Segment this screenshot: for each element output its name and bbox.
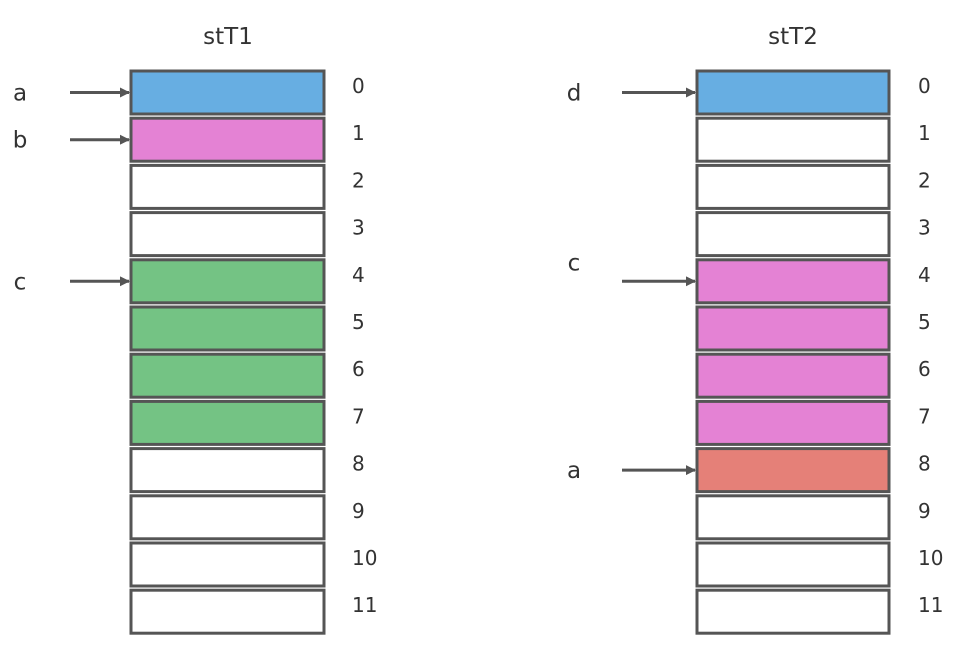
- memory-cell: [695, 116, 891, 163]
- table-title: stT1: [203, 24, 253, 50]
- cell-index: 6: [352, 357, 365, 381]
- memory-cell: [129, 447, 326, 494]
- cell-column: [695, 69, 891, 635]
- index-column: 0 1 2 3 4 5 6 7 8 9 10 11: [918, 74, 943, 617]
- memory-cell: [129, 305, 326, 352]
- cell-index: 1: [352, 121, 365, 145]
- cell-index: 2: [352, 168, 365, 192]
- cell-index: 3: [352, 216, 365, 240]
- table-title: stT2: [768, 24, 818, 50]
- memory-cell: [129, 211, 326, 258]
- memory-cell: [695, 588, 891, 635]
- memory-cell: [129, 258, 326, 305]
- pointer-label: a: [567, 458, 581, 484]
- memory-cell: [129, 399, 326, 446]
- pointer-label: a: [13, 81, 27, 107]
- memory-cell: [695, 541, 891, 588]
- memory-cell: [129, 494, 326, 541]
- pointer-group: ab c: [13, 81, 130, 295]
- cell-index: 6: [918, 357, 931, 381]
- memory-cell: [695, 399, 891, 446]
- memory-cell: [695, 494, 891, 541]
- cell-index: 10: [918, 546, 943, 570]
- cell-index: 5: [352, 310, 365, 334]
- cell-index: 0: [918, 74, 931, 98]
- cell-index: 10: [352, 546, 377, 570]
- pointer-label: c: [14, 269, 27, 295]
- cell-index: 7: [352, 404, 365, 428]
- memory-cell: [695, 69, 891, 116]
- cell-index: 11: [918, 593, 943, 617]
- memory-cell: [695, 163, 891, 210]
- cell-index: 11: [352, 593, 377, 617]
- pointer-label: b: [13, 128, 28, 154]
- cell-column: [129, 69, 326, 635]
- cell-index: 8: [918, 452, 931, 476]
- memory-cell: [695, 305, 891, 352]
- pointer-label: c: [568, 250, 581, 276]
- index-column: 0 1 2 3 4 5 6 7 8 9 10 11: [352, 74, 377, 617]
- table-stT2: stT2 0 1 2 3 4 5 6 7 8 9 10 11 d c a: [567, 24, 943, 635]
- memory-cell: [129, 116, 326, 163]
- cell-index: 8: [352, 452, 365, 476]
- cell-index: 1: [918, 121, 931, 145]
- memory-cell: [129, 163, 326, 210]
- cell-index: 4: [918, 263, 931, 287]
- table-stT1: stT1 0 1 2 3 4 5 6 7 8 9 10 11 ab c: [13, 24, 377, 635]
- cell-index: 4: [352, 263, 365, 287]
- memory-cell: [129, 352, 326, 399]
- cell-index: 0: [352, 74, 365, 98]
- memory-cell: [695, 211, 891, 258]
- cell-index: 9: [918, 499, 931, 523]
- memory-cell: [695, 447, 891, 494]
- cell-index: 9: [352, 499, 365, 523]
- cell-index: 3: [918, 216, 931, 240]
- pointer-label: d: [567, 81, 582, 107]
- memory-cell: [129, 588, 326, 635]
- cell-index: 7: [918, 404, 931, 428]
- memory-cell: [695, 352, 891, 399]
- memory-cell: [129, 69, 326, 116]
- memory-cell: [129, 541, 326, 588]
- cell-index: 5: [918, 310, 931, 334]
- pointer-group: d c a: [567, 81, 696, 484]
- cell-index: 2: [918, 168, 931, 192]
- memory-cell: [695, 258, 891, 305]
